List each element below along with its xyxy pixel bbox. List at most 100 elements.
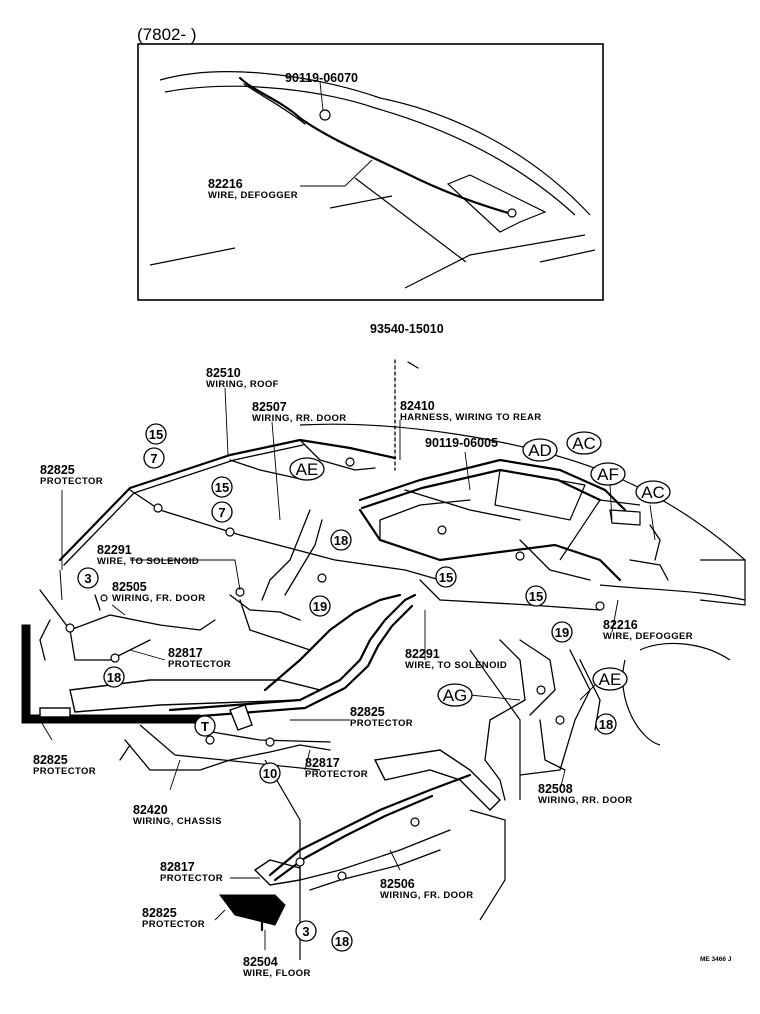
svg-text:18: 18 [107,670,121,685]
label-82410-desc: HARNESS, WIRING TO REAR [400,412,542,423]
callout-15-d: 15 [525,585,547,607]
protector-82817-right [373,749,501,811]
callout-15-b: 15 [211,476,233,498]
rear-harness-mid [404,489,521,521]
callout-15-c: 15 [435,566,457,588]
inset-terminal [507,208,517,218]
label-82817b-number: 82817 [305,756,340,770]
protector-pad [39,707,71,718]
inset-part-b-desc: WIRE, DEFOGGER [208,190,298,201]
rr-door-wire-a [261,509,311,601]
label-82825d-desc: PROTECTOR [142,919,205,930]
leader-AC2 [649,504,656,541]
callout-7-b: 7 [211,501,233,523]
chassis-clip-2 [205,735,215,745]
svg-text:19: 19 [555,625,569,640]
inset-panel: (7802- ) 90119-06070 82216 WIRE, DEFOGGE… [137,25,604,301]
floor-harness-branch [263,593,402,692]
right-wire-a [484,639,526,761]
label-82420-number: 82420 [133,803,168,817]
rr-door-wire-b [284,519,323,596]
callout-15-a: 15 [145,423,167,445]
inset-part-a: 90119-06070 [285,71,358,85]
svg-text:18: 18 [334,533,348,548]
roof-wire-parallel [63,444,304,566]
callout-18-a: 18 [103,666,125,688]
floor-harness-lower [199,729,331,743]
leader-82291 [130,559,241,591]
inset-part-b-number: 82216 [208,177,243,191]
svg-text:15: 15 [529,589,543,604]
callout-18-c: 18 [595,713,617,735]
label-82291b-desc: WIRE, TO SOLENOID [405,660,507,671]
fr-door-clip-2 [110,653,120,663]
label-82216-number: 82216 [603,618,638,632]
svg-text:19: 19 [313,599,327,614]
leader-82510 [224,387,229,456]
label-82825a-number: 82825 [40,463,75,477]
floor-harness-main-2 [173,604,414,720]
svg-text:10: 10 [263,766,277,781]
connector-AE-lower: AE [592,667,628,691]
floor-wire-main-2 [273,794,434,882]
leader-AG [469,694,521,701]
body-deck-line [599,584,746,601]
connector-block [229,704,253,731]
label-82504-desc: WIRE, FLOOR [243,968,311,979]
rr-door-wire-c [229,594,301,621]
svg-text:15: 15 [149,427,163,442]
body-tail-lamp [699,559,746,606]
rr-door-wire-d [239,599,311,651]
callout-7-a: 7 [143,447,165,469]
svg-text:AG: AG [443,686,468,705]
footer-code: ME 3466 J [700,956,732,963]
leader-82817-mid [304,749,311,771]
rear-harness [358,359,669,611]
body-pillar-line [469,649,521,800]
label-82507-number: 82507 [252,400,287,414]
roof-wiring [58,438,441,581]
svg-text:AC: AC [641,483,665,502]
floor-clip-3 [295,857,305,867]
label-82506-desc: WIRING, FR. DOOR [380,890,473,901]
leader-82506 [389,849,401,871]
label-82291a-desc: WIRE, TO SOLENOID [97,556,199,567]
fr-door-wire-a [39,589,216,631]
leader-82420 [169,759,181,791]
svg-text:AE: AE [296,460,319,479]
inset-body-line-e [539,249,596,263]
svg-text:7: 7 [218,505,225,520]
roof-wire-lamp [299,439,376,471]
inset-leader-b [300,159,373,187]
svg-text:7: 7 [150,451,157,466]
svg-text:AE: AE [599,670,622,689]
label-82510-number: 82510 [206,366,241,380]
label-82825d-number: 82825 [142,906,177,920]
inset-range-label: (7802- ) [137,25,197,44]
fr-door-wire-d [94,594,101,611]
inset-body-line-d [149,247,236,266]
chassis-wire-b [119,744,131,761]
floor-wire-branch [299,829,451,881]
roof-clip-2 [225,527,235,537]
floor-clip-2 [410,817,420,827]
roof-wire-main [58,438,397,562]
inset-roof-line [159,71,591,216]
callout-18-b: 18 [330,529,352,551]
callout-18-d: 18 [331,930,353,952]
label-82420-desc: WIRING, CHASSIS [133,816,222,827]
connector-AC-right: AC [635,480,671,504]
leader-82507 [271,421,281,521]
right-wire-b [519,639,556,716]
inset-defogger-wire [238,76,514,216]
label-93540: 93540-15010 [370,322,444,336]
inset-body-line-b [329,195,393,209]
label-82825c-number: 82825 [350,705,385,719]
right-wire-f [484,759,506,801]
callout-19-a: 19 [309,595,331,617]
label-82505-number: 82505 [112,580,147,594]
label-82291b-number: 82291 [405,647,440,661]
svg-text:15: 15 [215,480,229,495]
label-82410-number: 82410 [400,399,435,413]
